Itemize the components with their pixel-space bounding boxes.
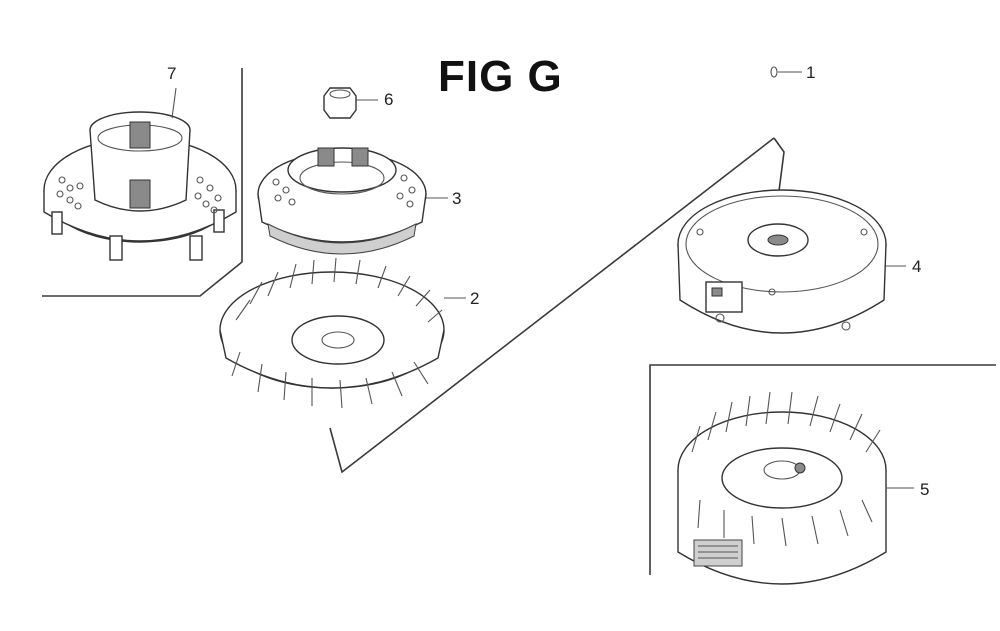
callout-3: 3 <box>452 189 462 208</box>
part-5-drawing <box>677 391 914 585</box>
part-2-drawing <box>219 257 466 409</box>
callout-4: 4 <box>912 257 922 276</box>
leader-7 <box>171 87 177 119</box>
figure-title: FIG G <box>438 52 563 101</box>
callout-1: 1 <box>806 63 816 82</box>
callout-2: 2 <box>470 289 480 308</box>
part-6-drawing <box>323 87 378 119</box>
part-7-drawing <box>43 111 237 261</box>
callout-5: 5 <box>920 480 930 499</box>
part-5-frame <box>649 364 996 575</box>
part-3-drawing <box>257 147 448 255</box>
part-1-drawing <box>770 66 802 78</box>
callout-6: 6 <box>384 90 394 109</box>
part-7-frame <box>42 68 243 297</box>
callout-7: 7 <box>167 64 177 83</box>
part-4-drawing <box>677 189 906 334</box>
